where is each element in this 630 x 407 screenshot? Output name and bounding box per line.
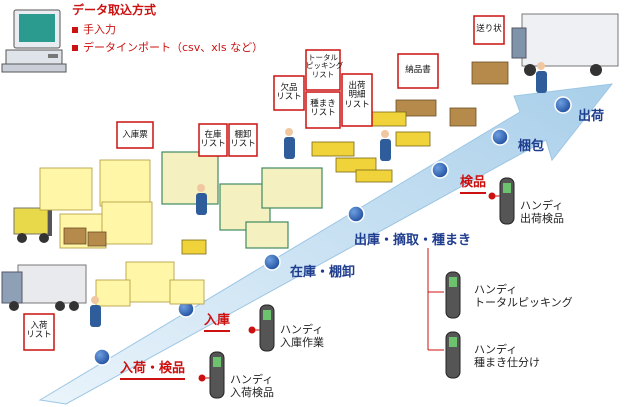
bullet-square-icon bbox=[72, 27, 78, 33]
doc-arrival-list: 入荷リスト bbox=[26, 321, 52, 341]
doc-shipping-slip: 送り状 bbox=[476, 24, 502, 34]
storage-shelf-illustration bbox=[161, 151, 323, 249]
handy-terminal-sorting-icon bbox=[445, 331, 461, 379]
stage-label-shipping: 出荷 bbox=[578, 109, 605, 124]
stage-dot-shipping bbox=[554, 96, 572, 114]
stage-dot-picking bbox=[347, 205, 365, 223]
handy-label-receiving: ハンディ入庫作業 bbox=[280, 323, 324, 349]
stage-label-inspection: 検品 bbox=[460, 175, 487, 194]
stage-dot-stock bbox=[263, 253, 281, 271]
doc-stock-list: 在庫リスト bbox=[200, 130, 226, 150]
stage-label-stock-inventory: 在庫・棚卸 bbox=[290, 265, 356, 280]
doc-delivery-note: 納品書 bbox=[405, 65, 431, 75]
connector-markers bbox=[198, 192, 500, 382]
computer-icon bbox=[1, 9, 67, 73]
doc-total-picking-list: トータルピッキングリスト bbox=[306, 53, 344, 79]
forklift-illustration bbox=[13, 180, 52, 243]
handy-terminal-arrival-icon bbox=[209, 351, 225, 399]
stage-label-arrival-inspection: 入荷・検品 bbox=[120, 361, 186, 380]
handy-label-sorting: ハンディ種まき仕分け bbox=[474, 343, 540, 369]
method-item-import: データインポート（csv、xls など） bbox=[72, 41, 263, 55]
doc-shortage-list: 欠品リスト bbox=[276, 83, 302, 103]
doc-inventory-list: 棚卸リスト bbox=[230, 130, 256, 150]
handy-terminal-shipping-icon bbox=[499, 177, 515, 225]
handy-terminal-picking-icon bbox=[445, 271, 461, 319]
stage-dot-inspection bbox=[431, 161, 449, 179]
arrival-truck-illustration bbox=[1, 264, 87, 311]
method-item-manual: 手入力 bbox=[72, 23, 116, 37]
doc-sorting-list: 種まきリスト bbox=[310, 99, 336, 119]
doc-shipping-detail-list: 出荷明細リスト bbox=[344, 81, 370, 110]
doc-receiving-slip: 入庫票 bbox=[122, 130, 148, 140]
stage-dot-packing bbox=[491, 128, 509, 146]
stage-dot-arrival bbox=[93, 348, 111, 366]
shipping-truck-illustration bbox=[511, 13, 619, 76]
handy-label-total-picking: ハンディトータルピッキング bbox=[474, 283, 573, 309]
worker-illustration bbox=[90, 62, 547, 327]
stage-label-packing: 梱包 bbox=[518, 139, 545, 154]
flow-arrow bbox=[38, 83, 614, 405]
bullet-square-icon bbox=[72, 45, 78, 51]
handy-terminal-receiving-icon bbox=[259, 304, 275, 352]
stage-label-receiving: 入庫 bbox=[204, 313, 231, 332]
document-sheets bbox=[23, 15, 505, 351]
stage-label-picking: 出庫・摘取・種まき bbox=[354, 233, 472, 248]
handy-label-arrival: ハンディ入荷検品 bbox=[230, 373, 274, 399]
method-title: データ取込方式 bbox=[72, 3, 157, 17]
handy-label-shipping-inspection: ハンディ出荷検品 bbox=[520, 199, 564, 225]
